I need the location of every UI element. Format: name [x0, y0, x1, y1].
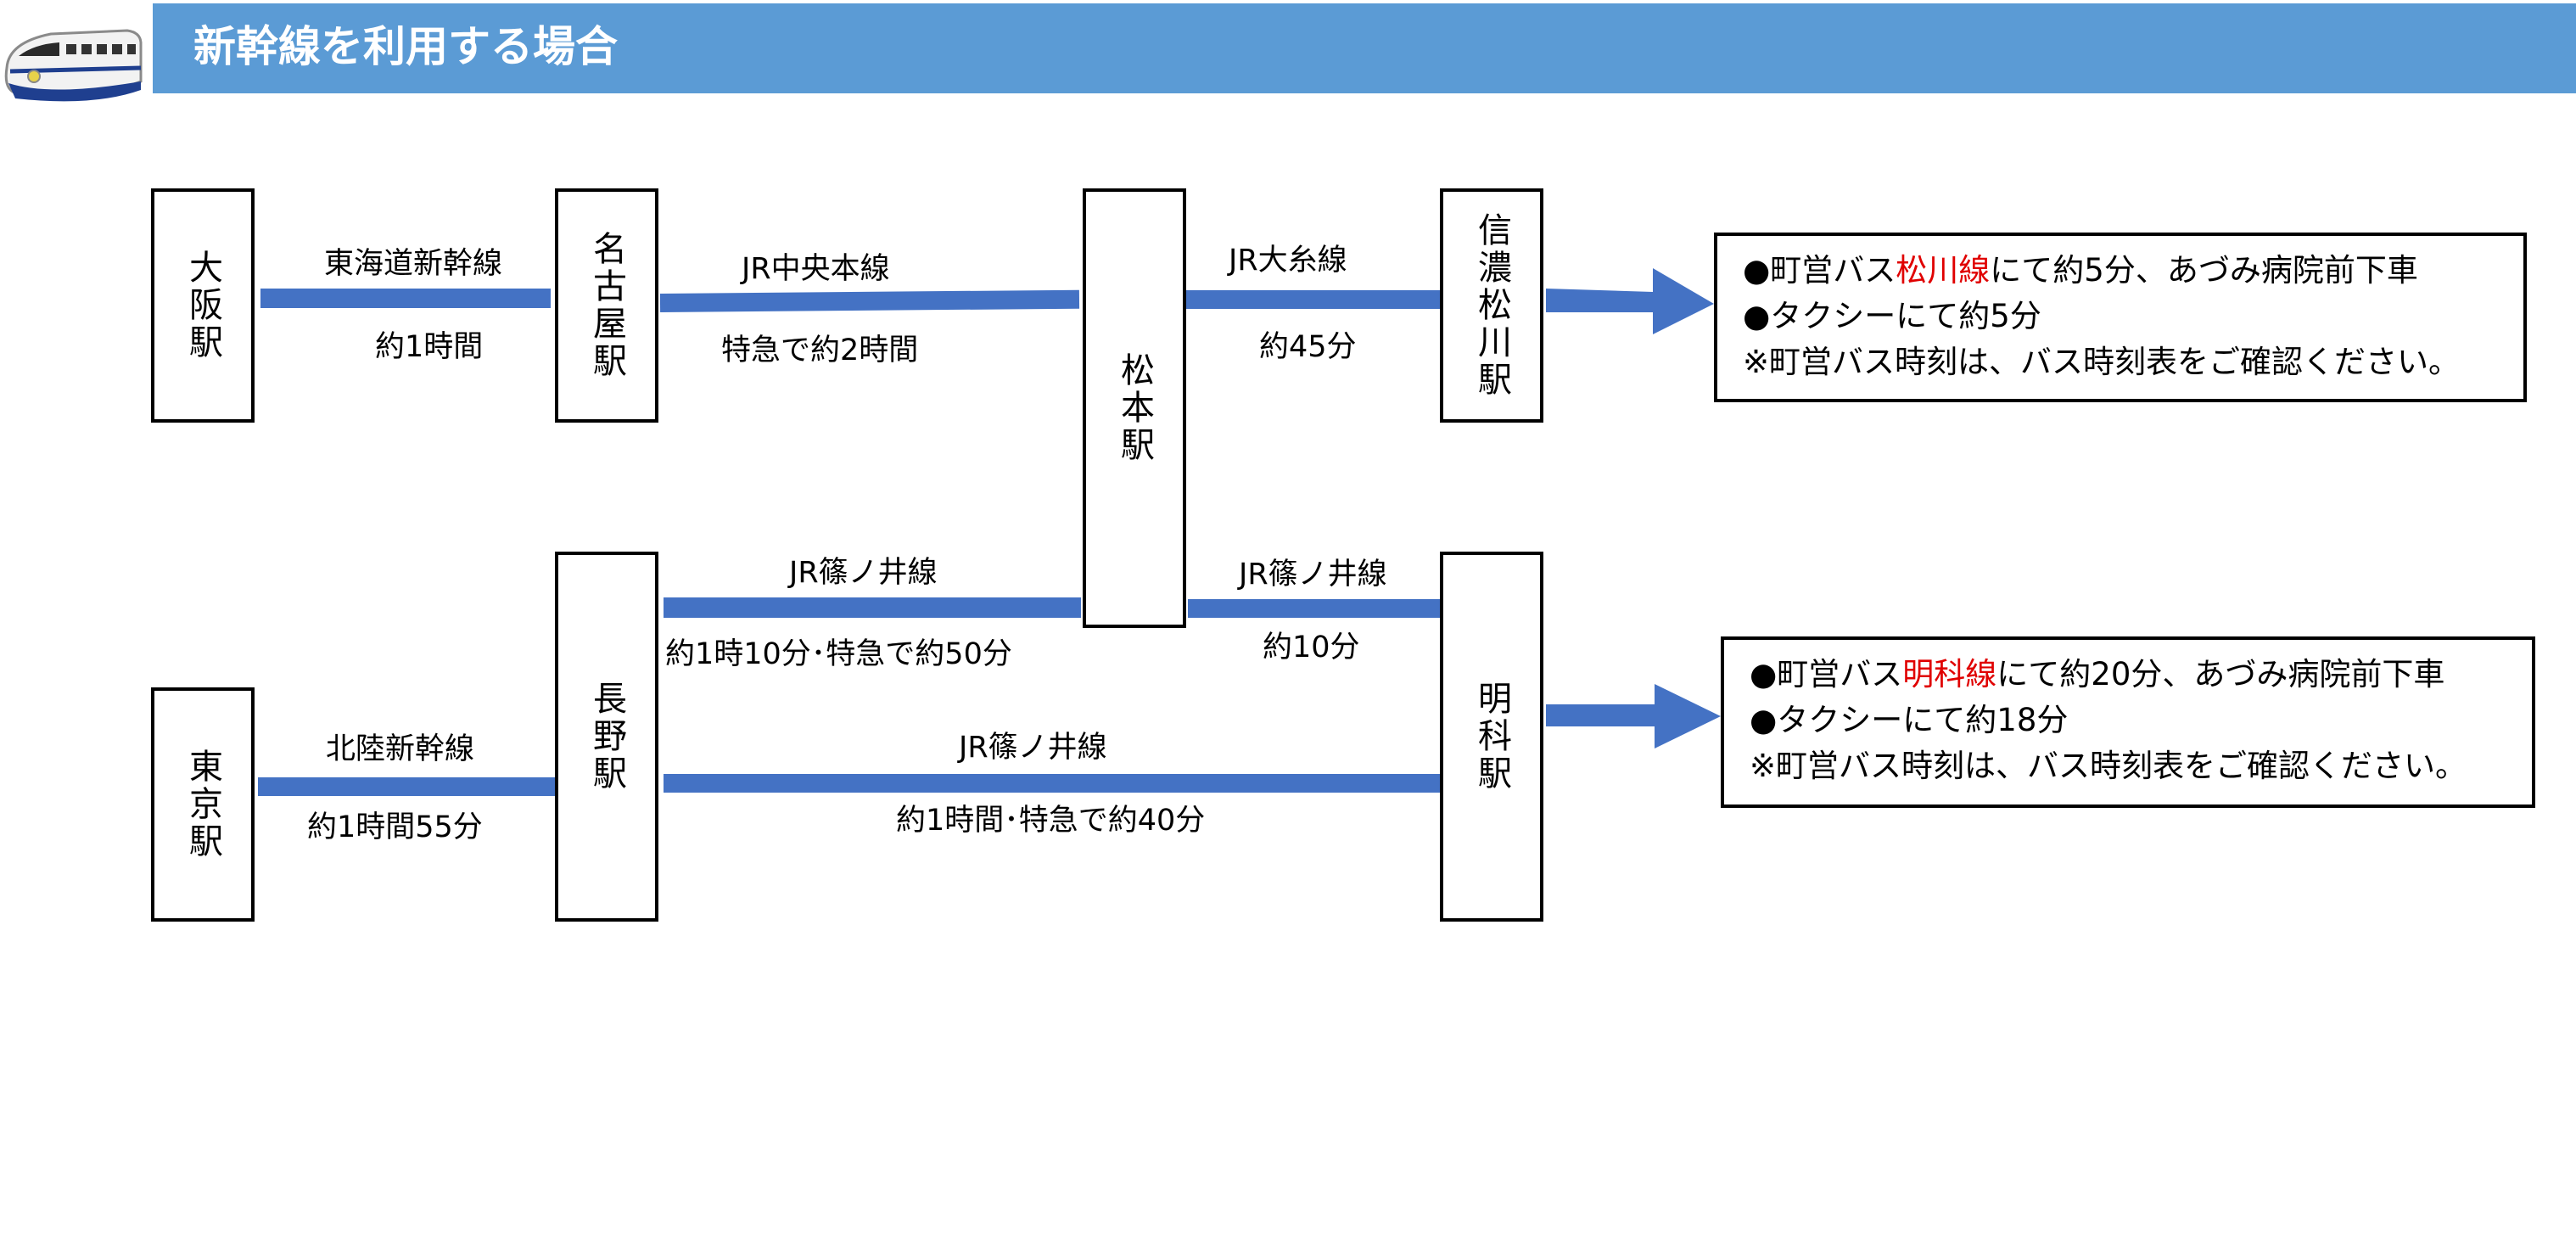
taxi-info: ●タクシーにて約5分 — [1743, 298, 2041, 334]
line-label: JR篠ノ井線 — [959, 731, 1107, 765]
rail-tokyo-nagano — [258, 777, 555, 796]
bus-line-name: 明科線 — [1902, 656, 1997, 692]
rail-matsumoto-akashina — [1188, 599, 1442, 618]
rail-osaka-nagoya — [260, 289, 551, 308]
station-nagano: 長野駅 — [555, 552, 658, 922]
bus-info: ●町営バス松川線にて約5分、あづみ病院前下車 — [1743, 252, 2418, 289]
station-tokyo: 東京駅 — [151, 687, 255, 922]
bus-info: ●町営バス明科線にて約20分、あづみ病院前下車 — [1750, 656, 2445, 692]
time-label: 約1時間55分 — [307, 810, 483, 844]
bus-note: ※町営バス時刻は、バス時刻表をご確認ください。 — [1743, 344, 2461, 380]
time-label: 約1時10分･特急で約50分 — [665, 637, 1012, 671]
info-box-akashina: ●町営バス明科線にて約20分、あづみ病院前下車 ●タクシーにて約18分 ※町営バ… — [1721, 636, 2535, 808]
rail-nagano-matsumoto — [664, 597, 1081, 618]
bus-line-name: 松川線 — [1896, 252, 1991, 289]
taxi-info: ●タクシーにて約18分 — [1750, 702, 2069, 738]
station-nagoya: 名古屋駅 — [555, 188, 658, 423]
info-box-shinano-matsukawa: ●町営バス松川線にて約5分、あづみ病院前下車 ●タクシーにて約5分 ※町営バス時… — [1714, 233, 2527, 402]
rail-matsumoto-shinano — [1186, 290, 1442, 309]
line-label: JR篠ノ井線 — [1239, 558, 1387, 591]
line-label: JR中央本線 — [742, 252, 890, 286]
shinkansen-train-icon — [4, 29, 143, 102]
time-label: 約10分 — [1263, 631, 1360, 664]
arrow-right-icon — [1546, 268, 1714, 334]
line-label: JR大糸線 — [1229, 244, 1347, 278]
station-matsumoto: 松本駅 — [1083, 188, 1186, 628]
line-label: 東海道新幹線 — [324, 247, 503, 281]
header-bar — [153, 3, 2576, 93]
page-title: 新幹線を利用する場合 — [193, 22, 618, 71]
time-label: 特急で約2時間 — [721, 334, 919, 367]
rail-nagano-akashina — [664, 774, 1442, 793]
time-label: 約1時間･特急で約40分 — [896, 804, 1206, 838]
time-label: 約1時間 — [375, 330, 484, 364]
time-label: 約45分 — [1259, 330, 1357, 364]
line-label: JR篠ノ井線 — [789, 556, 938, 590]
line-label: 北陸新幹線 — [326, 732, 475, 766]
station-shinano-matsukawa: 信濃松川駅 — [1440, 188, 1543, 423]
bus-note: ※町営バス時刻は、バス時刻表をご確認ください。 — [1750, 748, 2467, 784]
station-akashina: 明科駅 — [1440, 552, 1543, 922]
arrow-right-icon — [1546, 684, 1721, 748]
station-osaka: 大阪駅 — [151, 188, 255, 423]
